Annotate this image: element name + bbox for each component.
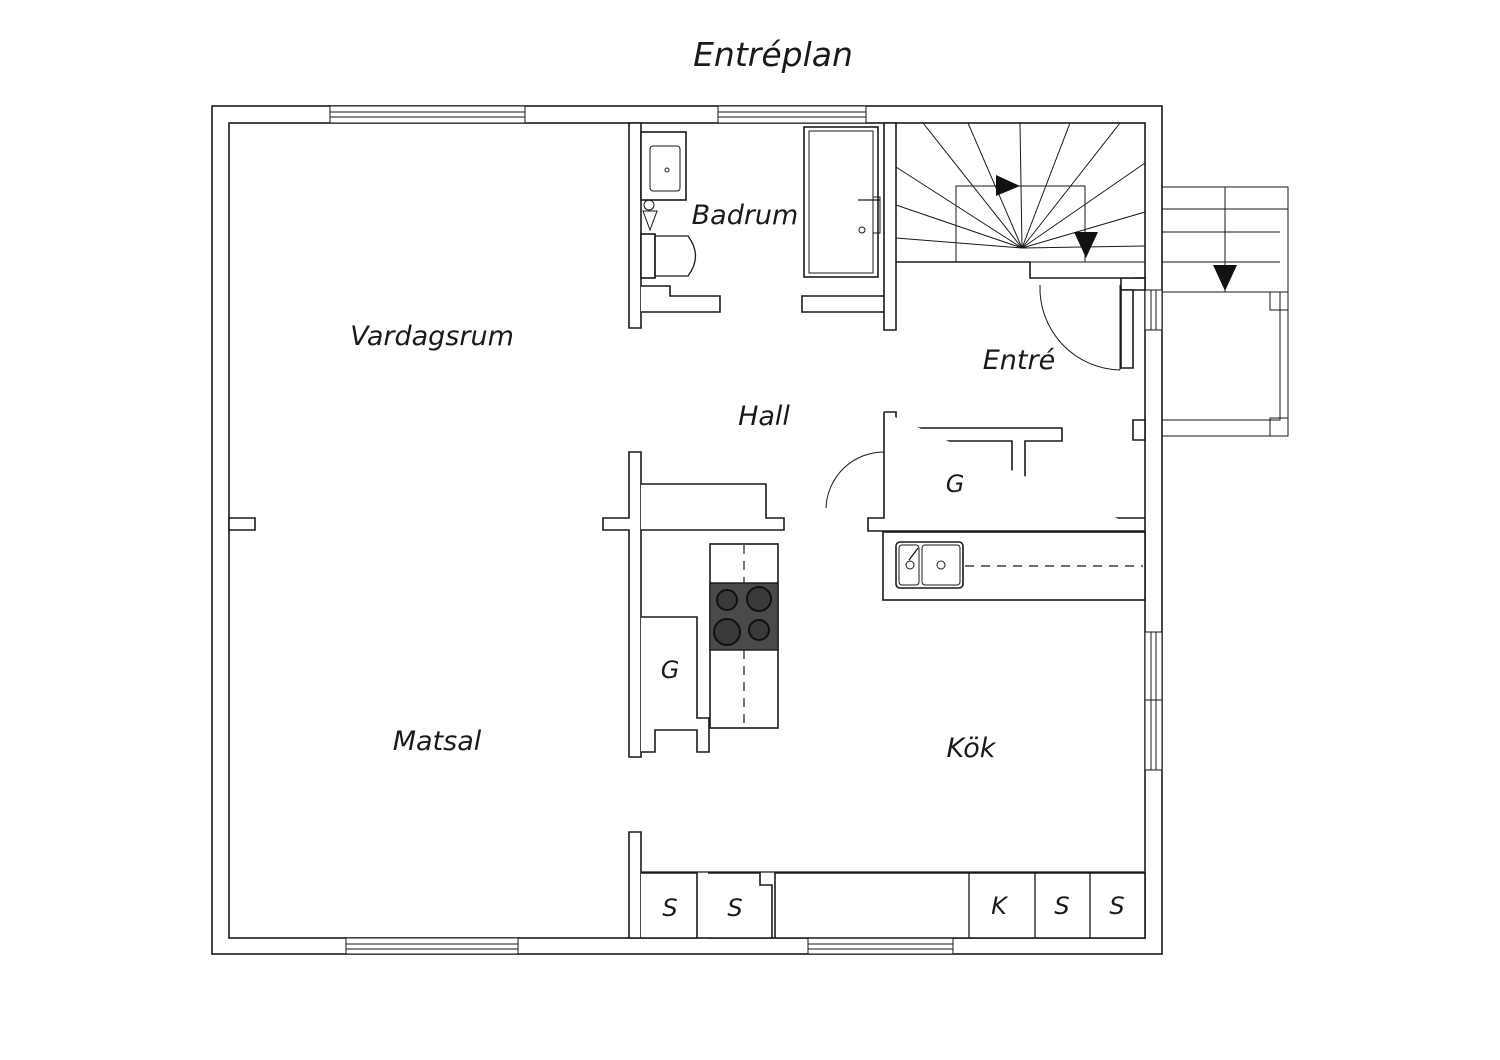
- window-top-left: [329, 105, 526, 124]
- stove-icon: [709, 545, 779, 728]
- front-door-icon: [1039, 284, 1121, 371]
- bottom-cabinets: [641, 871, 1146, 939]
- staircase: [895, 122, 1146, 263]
- kitchen-counter: [882, 531, 1146, 601]
- storage-label-cabinet-2: S: [727, 894, 742, 922]
- room-label-entre: Entré: [983, 345, 1055, 376]
- room-label-kok: Kök: [947, 733, 997, 764]
- room-label-vardagsrum: Vardagsrum: [350, 321, 514, 352]
- storage-label-kitchen-closet: G: [661, 656, 680, 684]
- bathroom-fixtures: [640, 126, 881, 279]
- room-label-hall: Hall: [738, 401, 790, 432]
- window-right-entry: [1144, 289, 1163, 331]
- storage-label-hall-closet: G: [946, 470, 965, 498]
- window-bottom-left: [345, 937, 519, 955]
- window-bottom-kitchen: [807, 937, 954, 955]
- window-right-kitchen: [1144, 631, 1163, 771]
- window-top-bath: [717, 105, 867, 124]
- room-label-badrum: Badrum: [692, 200, 799, 231]
- doors: [825, 284, 1121, 509]
- interior-walls: [602, 122, 1146, 939]
- shower-icon: [803, 126, 879, 278]
- plan-title: Entréplan: [693, 35, 853, 74]
- storage-label-cabinet-3: S: [1054, 892, 1069, 920]
- sink-icon: [895, 541, 964, 589]
- entrance-steps: [1162, 186, 1289, 437]
- storage-label-cabinet-1: S: [662, 894, 677, 922]
- washbasin-icon: [640, 131, 687, 201]
- toilet-icon: [640, 233, 656, 279]
- closet-door-icon: [825, 451, 885, 509]
- storage-label-cabinet-4: S: [1109, 892, 1124, 920]
- windows: [329, 105, 1163, 955]
- room-label-matsal: Matsal: [393, 726, 482, 757]
- storage-label-cabinet-k: K: [991, 892, 1009, 920]
